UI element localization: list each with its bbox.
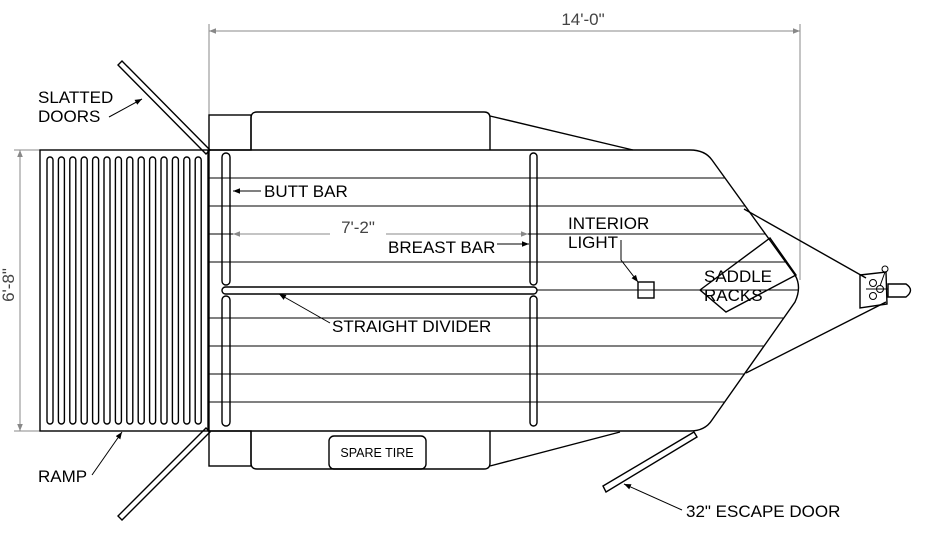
escape-door-label: 32" ESCAPE DOOR xyxy=(686,502,840,521)
rear-corner-top xyxy=(208,114,252,151)
interior-light-label-line2: LIGHT xyxy=(568,233,618,252)
ramp-slat xyxy=(80,156,88,425)
ramp-slat xyxy=(91,156,100,425)
nose-taper-top xyxy=(489,115,634,151)
nose-taper-bottom xyxy=(489,431,621,467)
ramp-slats xyxy=(46,156,202,425)
saddle-racks-label-line2: RACKS xyxy=(704,286,763,305)
ramp-slat xyxy=(148,156,157,425)
overall-length-dimension: 14'-0" xyxy=(208,10,801,280)
ramp-label: RAMP xyxy=(38,467,87,486)
straight-divider-label: STRAIGHT DIVIDER xyxy=(332,317,491,336)
escape-door xyxy=(602,431,698,493)
slatted-doors-label-line1: SLATTED xyxy=(38,88,113,107)
straight-divider xyxy=(221,286,538,295)
saddle-racks-label-line1: SADDLE xyxy=(704,267,772,286)
spare-tire-label: SPARE TIRE xyxy=(340,446,413,460)
saddle-racks xyxy=(698,237,798,313)
leader-ramp xyxy=(91,431,123,476)
interior-light xyxy=(637,281,655,299)
ramp-slat xyxy=(46,156,54,425)
width-dimension: 6'-8" xyxy=(0,149,40,432)
trailer-body-outline xyxy=(208,149,800,432)
leader-interior-light xyxy=(620,240,639,283)
ramp-slat xyxy=(160,156,168,425)
butt-bar-left xyxy=(221,152,231,286)
ramp-slat xyxy=(57,156,66,425)
ramp-slat xyxy=(137,156,145,425)
slatted-doors-label-line2: DOORS xyxy=(38,107,100,126)
ramp-slat xyxy=(126,156,134,425)
stall-length-label: 7'-2" xyxy=(341,218,375,237)
breast-bar-right xyxy=(529,295,538,427)
fender-top xyxy=(250,111,491,150)
ramp xyxy=(39,149,209,432)
breast-bar-label: BREAST BAR xyxy=(388,238,495,257)
width-label: 6'-8" xyxy=(0,268,18,302)
slatted-door-bottom xyxy=(117,427,211,521)
stall-length-dimension: 7'-2" xyxy=(233,218,528,240)
slatted-door-top xyxy=(117,60,211,155)
ramp-slat xyxy=(69,156,77,425)
rear-corner-bottom xyxy=(208,430,252,467)
hitch-tongue xyxy=(743,208,912,374)
leader-escape-door xyxy=(623,483,683,511)
leader-slatted-doors xyxy=(108,98,143,118)
butt-bar-label: BUTT BAR xyxy=(264,182,348,201)
interior-light-label-line1: INTERIOR xyxy=(568,214,649,233)
leader-straight-divider xyxy=(278,293,331,324)
floor-boards xyxy=(209,177,798,403)
ramp-slat xyxy=(114,156,123,425)
overall-length-label: 14'-0" xyxy=(561,10,604,29)
ramp-slat xyxy=(103,156,111,425)
butt-bar-right xyxy=(221,295,231,427)
breast-bar-left xyxy=(529,152,538,286)
ramp-slat xyxy=(183,156,191,425)
ramp-slat xyxy=(194,156,202,425)
ramp-slat xyxy=(171,156,180,425)
spare-tire: SPARE TIRE xyxy=(328,435,427,470)
